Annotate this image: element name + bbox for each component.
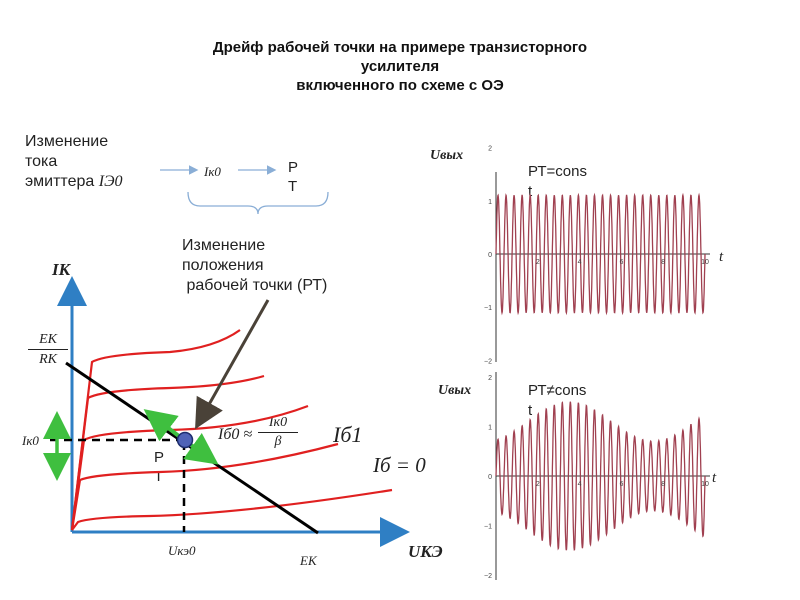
iv-curve-2 bbox=[70, 442, 339, 531]
signal-1-x-tick: 4 bbox=[578, 259, 582, 266]
working-point bbox=[176, 431, 194, 449]
signal-2-wave bbox=[495, 401, 706, 551]
signal-1-xlabel: t bbox=[719, 249, 724, 265]
position-change-line-1: Изменение bbox=[182, 237, 266, 254]
signal-1-annotation: РТ=cons t bbox=[528, 163, 587, 200]
ek-rk-fraction: EК RК bbox=[28, 330, 68, 369]
signal-2-y-tick: −1 bbox=[484, 523, 492, 530]
signal-2-x-tick: 10 bbox=[701, 481, 709, 488]
signal-2-x-tick: 8 bbox=[661, 481, 665, 488]
emitter-change-line-2: тока bbox=[25, 153, 58, 170]
flow-ik0: Iк0 bbox=[204, 164, 221, 179]
signal-2-annotation: РТ≠cons t bbox=[528, 382, 587, 419]
signal-1-y-tick: 2 bbox=[488, 146, 492, 153]
iv-curve-3 bbox=[70, 404, 309, 531]
title-line-1: Дрейф рабочей точки на примере транзисто… bbox=[212, 39, 588, 56]
signal-2-y-tick: 0 bbox=[488, 474, 492, 481]
signal-1-y-tick: 1 bbox=[488, 199, 492, 206]
signal-2-x-tick: 2 bbox=[536, 481, 540, 488]
ik0-axis-label: Iк0 bbox=[22, 433, 39, 448]
title-line-3: включенного по схеме с ОЭ bbox=[296, 77, 504, 94]
signal-1-y-tick: 0 bbox=[488, 252, 492, 259]
signal-1-y-tick: −1 bbox=[484, 305, 492, 312]
iv-pt-label: Р Т bbox=[154, 449, 165, 485]
ib0-formula-lhs: Iб0 ≈ bbox=[218, 426, 253, 443]
ek-axis-label: EК bbox=[300, 553, 317, 568]
signal-1-x-tick: 10 bbox=[701, 259, 709, 266]
emitter-change-line-3: эмиттера IЭ0 bbox=[25, 173, 123, 190]
emitter-change-label: Изменение тока эмиттера IЭ0 bbox=[25, 132, 123, 192]
iv-curve-1 bbox=[71, 488, 393, 531]
position-change-line-3: рабочей точки (РТ) bbox=[182, 277, 328, 294]
flow-pt-label: Р Т bbox=[288, 159, 299, 195]
ib0-formula-fraction: Iк0 β bbox=[258, 414, 298, 451]
signal-1-wave bbox=[495, 192, 706, 316]
position-change-line-2: положения bbox=[182, 257, 264, 274]
ib-zero-label: Iб = 0 bbox=[373, 453, 426, 477]
signal-2-y-tick: 2 bbox=[488, 375, 492, 382]
iv-curve-4 bbox=[70, 374, 265, 531]
iv-curve-5 bbox=[70, 329, 241, 531]
signal-2-y-tick: 1 bbox=[488, 425, 492, 432]
signal-1-x-tick: 8 bbox=[661, 259, 665, 266]
signal-1-y-tick: −2 bbox=[484, 358, 492, 365]
ib1-label: Iб1 bbox=[333, 422, 363, 447]
title-line-2: усилителя bbox=[360, 58, 440, 75]
signal-plot-1 bbox=[495, 172, 710, 362]
ie0-symbol: IЭ0 bbox=[98, 173, 123, 190]
position-change-label: Изменение положения рабочей точки (РТ) bbox=[182, 236, 327, 296]
signal-2-x-tick: 6 bbox=[619, 481, 623, 488]
signal-2-ylabel: Uвых bbox=[438, 383, 472, 398]
brace-shape bbox=[187, 191, 329, 215]
signal-2-y-tick: −2 bbox=[484, 573, 492, 580]
uke0-axis-label: Uкэ0 bbox=[168, 543, 196, 558]
signal-1-ylabel: Uвых bbox=[430, 148, 464, 163]
signal-1-x-tick: 2 bbox=[536, 259, 540, 266]
signal-2-xlabel: t bbox=[712, 470, 717, 486]
signal-1-x-tick: 6 bbox=[619, 259, 623, 266]
pointer-arrow bbox=[195, 299, 270, 430]
signal-plot-2 bbox=[495, 372, 710, 580]
emitter-change-line-1: Изменение bbox=[25, 133, 109, 150]
signal-2-x-tick: 4 bbox=[578, 481, 582, 488]
iv-y-axis-label: IК bbox=[52, 260, 71, 279]
page-title: Дрейф рабочей точки на примере транзисто… bbox=[100, 38, 700, 95]
iv-x-axis-label: UКЭ bbox=[408, 542, 443, 561]
